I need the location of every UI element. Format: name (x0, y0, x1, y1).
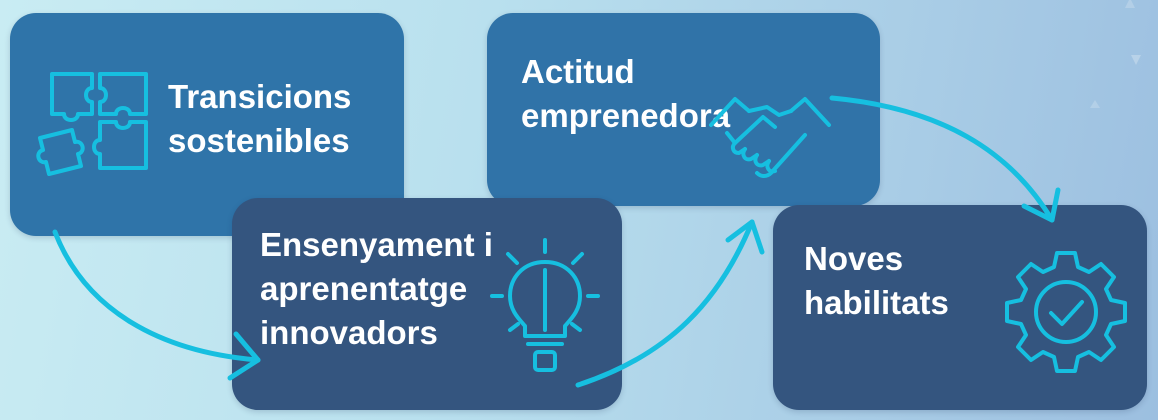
background-triangle (1125, 0, 1135, 8)
background-triangle (1131, 55, 1141, 65)
gear-check-icon (1005, 251, 1127, 373)
step-label: Noves habilitats (804, 240, 949, 321)
step-label: Transicions sostenibles (168, 78, 352, 159)
puzzle-icon (36, 72, 148, 176)
step-label: Actitud emprenedora (521, 53, 731, 134)
step-card-noves-habilitats: Noves habilitats (773, 205, 1147, 410)
step-card-ensenyament-innovadors: Ensenyament i aprenentatge innovadors (232, 198, 622, 410)
lightbulb-icon (490, 238, 600, 372)
handshake-icon (709, 97, 831, 178)
background-triangle (1090, 100, 1100, 108)
step-label: Ensenyament i aprenentatge innovadors (260, 226, 493, 351)
